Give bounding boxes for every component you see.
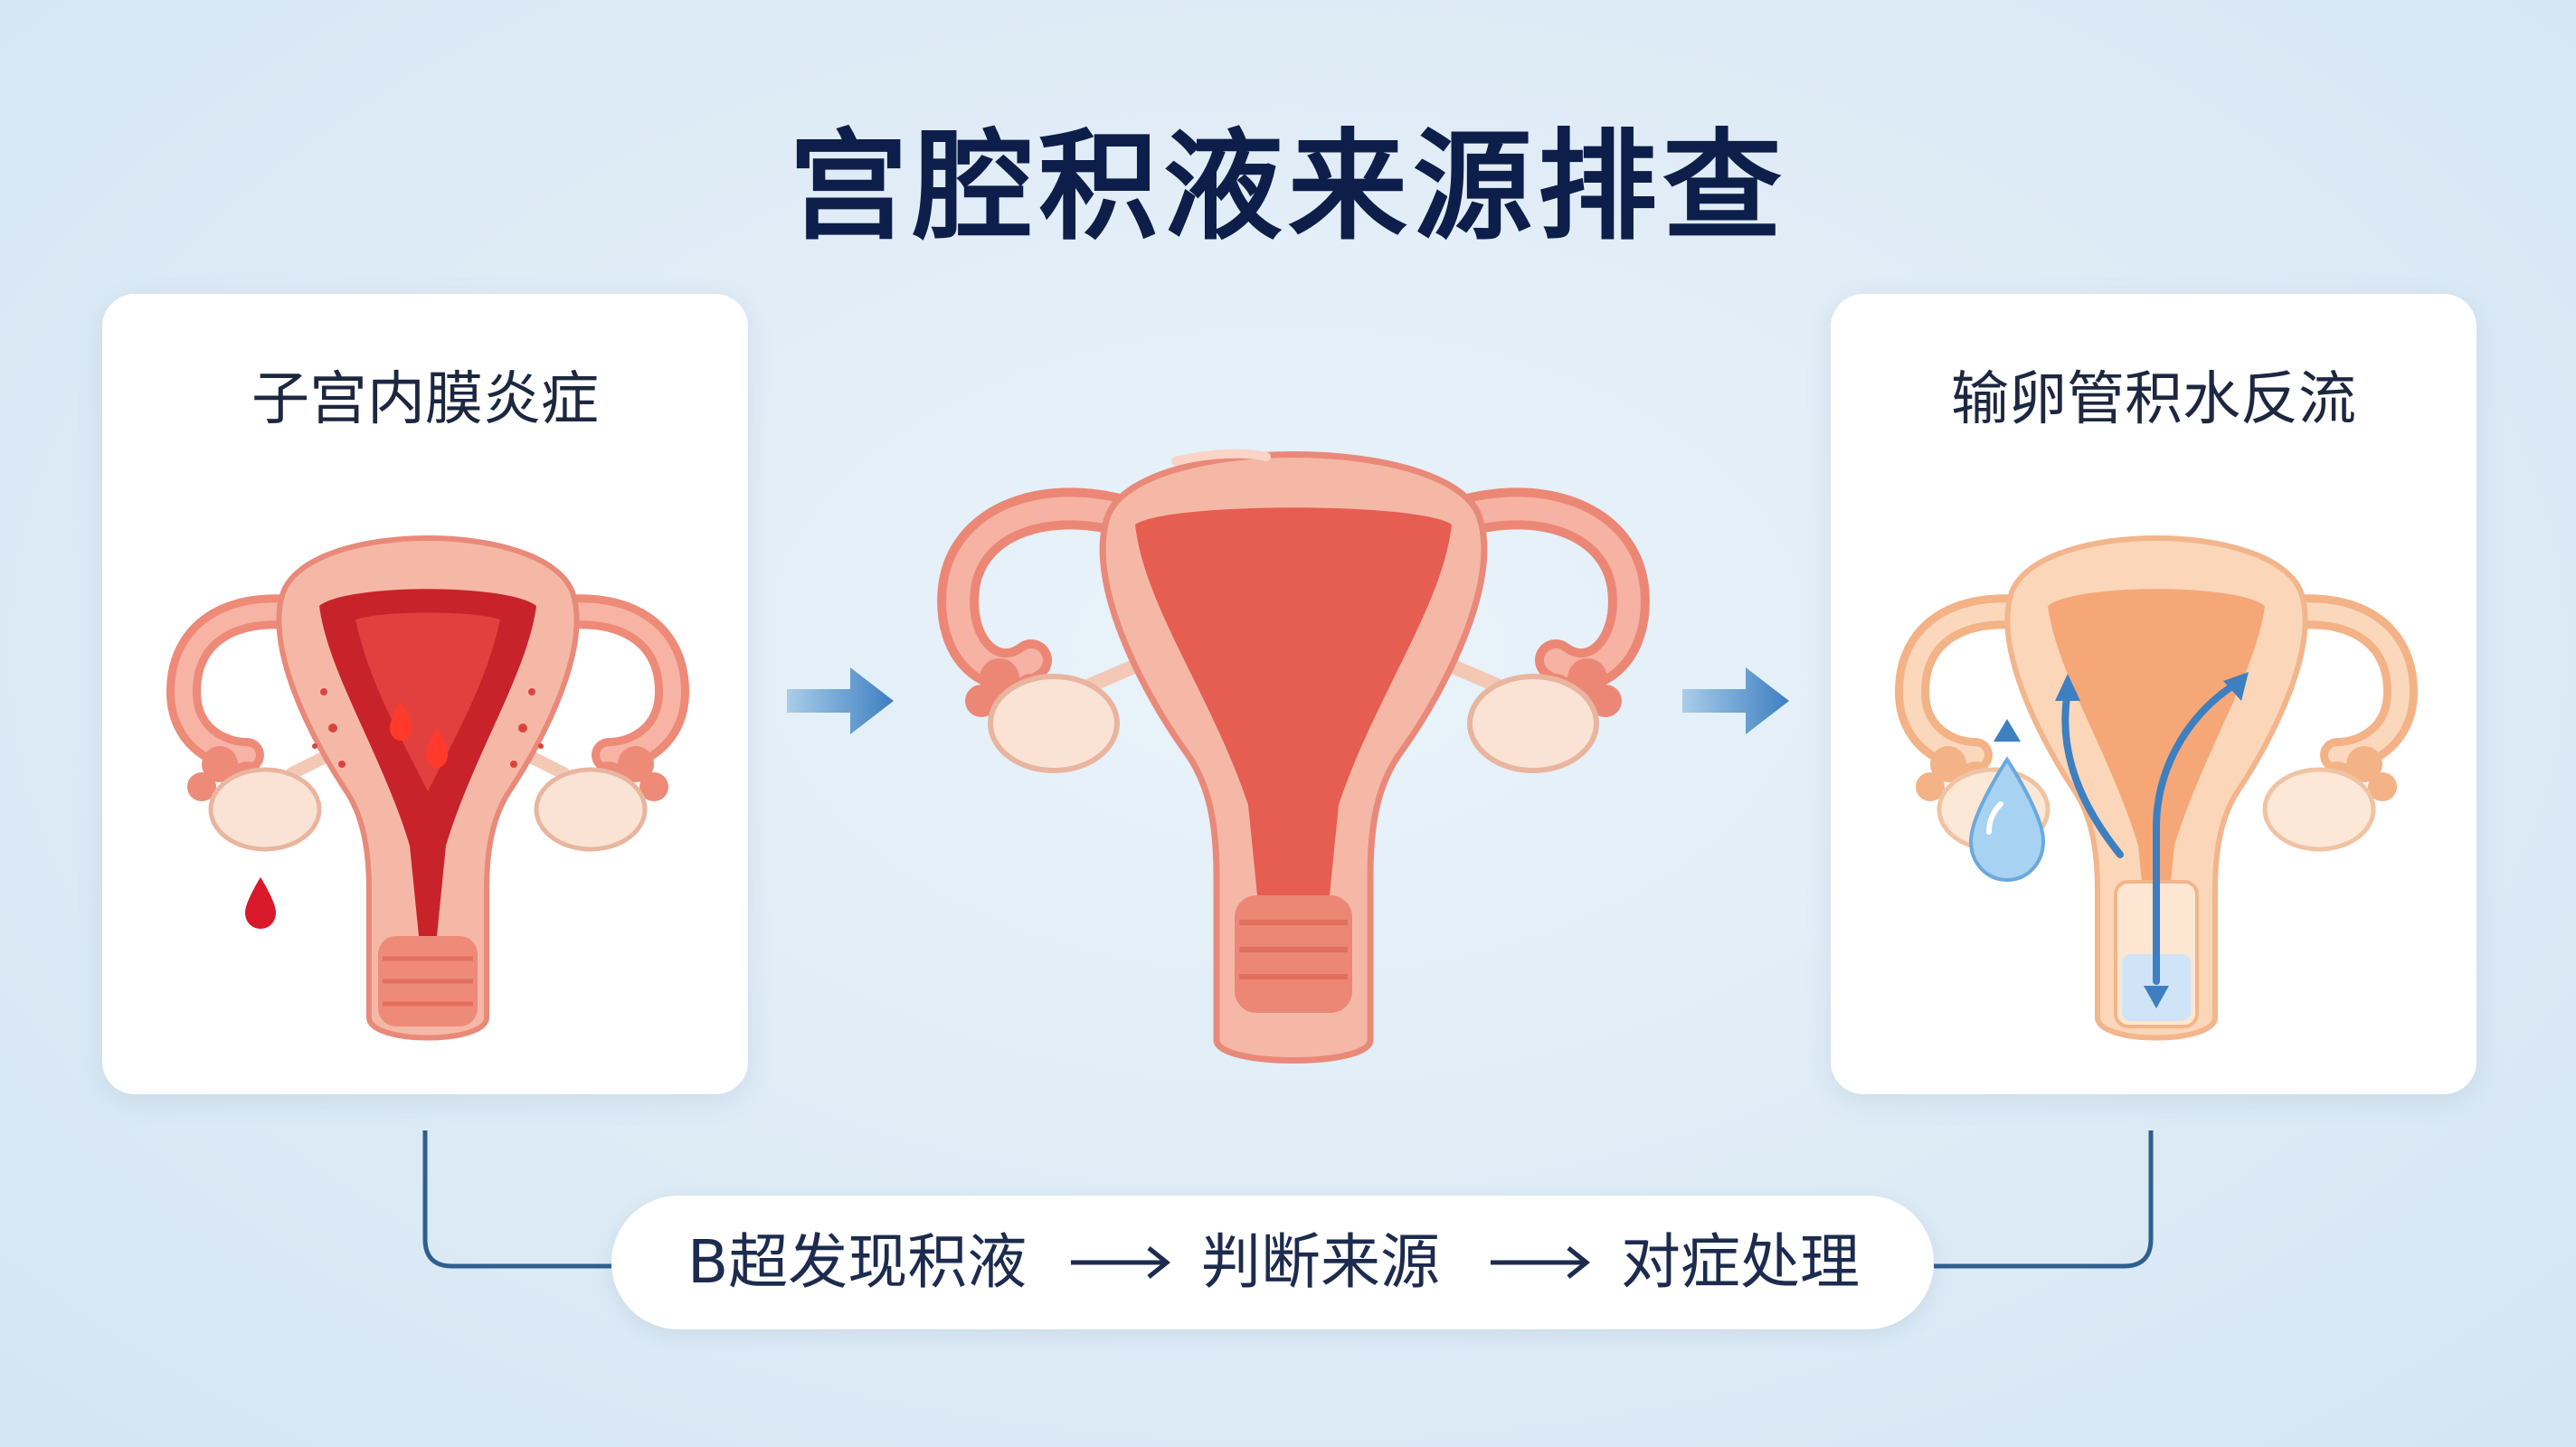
card-hydrosalpinx-label: 输卵管积水反流 xyxy=(1951,366,2356,433)
uterus-reflux-illustration xyxy=(1894,535,2419,1041)
right-arrow-icon xyxy=(1071,1246,1171,1279)
card-hydrosalpinx: 输卵管积水反流 xyxy=(1831,294,2477,1094)
right-arrow-icon xyxy=(1682,667,1789,734)
up-arrow-icon xyxy=(1994,719,2021,742)
inflammation-dots xyxy=(312,688,544,768)
flow-steps-bar: B超发现积液 判断来源 对症处理 xyxy=(611,1196,1934,1329)
right-arrow-icon xyxy=(787,667,894,734)
page-title: 宫腔积液来源排查 xyxy=(789,118,1787,257)
card-endometritis-label: 子宫内膜炎症 xyxy=(251,366,599,433)
card-endometritis: 子宫内膜炎症 xyxy=(102,294,748,1094)
flow-step-3: 对症处理 xyxy=(1621,1227,1860,1297)
uterus-normal-illustration xyxy=(937,449,1650,1064)
blood-drop-icon xyxy=(245,877,276,929)
water-drop-icon xyxy=(1968,756,2046,883)
uterus-inflamed-illustration xyxy=(166,535,690,1041)
reflux-arrow-icon xyxy=(2061,679,2241,985)
flow-step-2: 判断来源 xyxy=(1201,1227,1440,1297)
flow-step-1: B超发现积液 xyxy=(687,1227,1028,1297)
right-arrow-icon xyxy=(1491,1246,1591,1279)
